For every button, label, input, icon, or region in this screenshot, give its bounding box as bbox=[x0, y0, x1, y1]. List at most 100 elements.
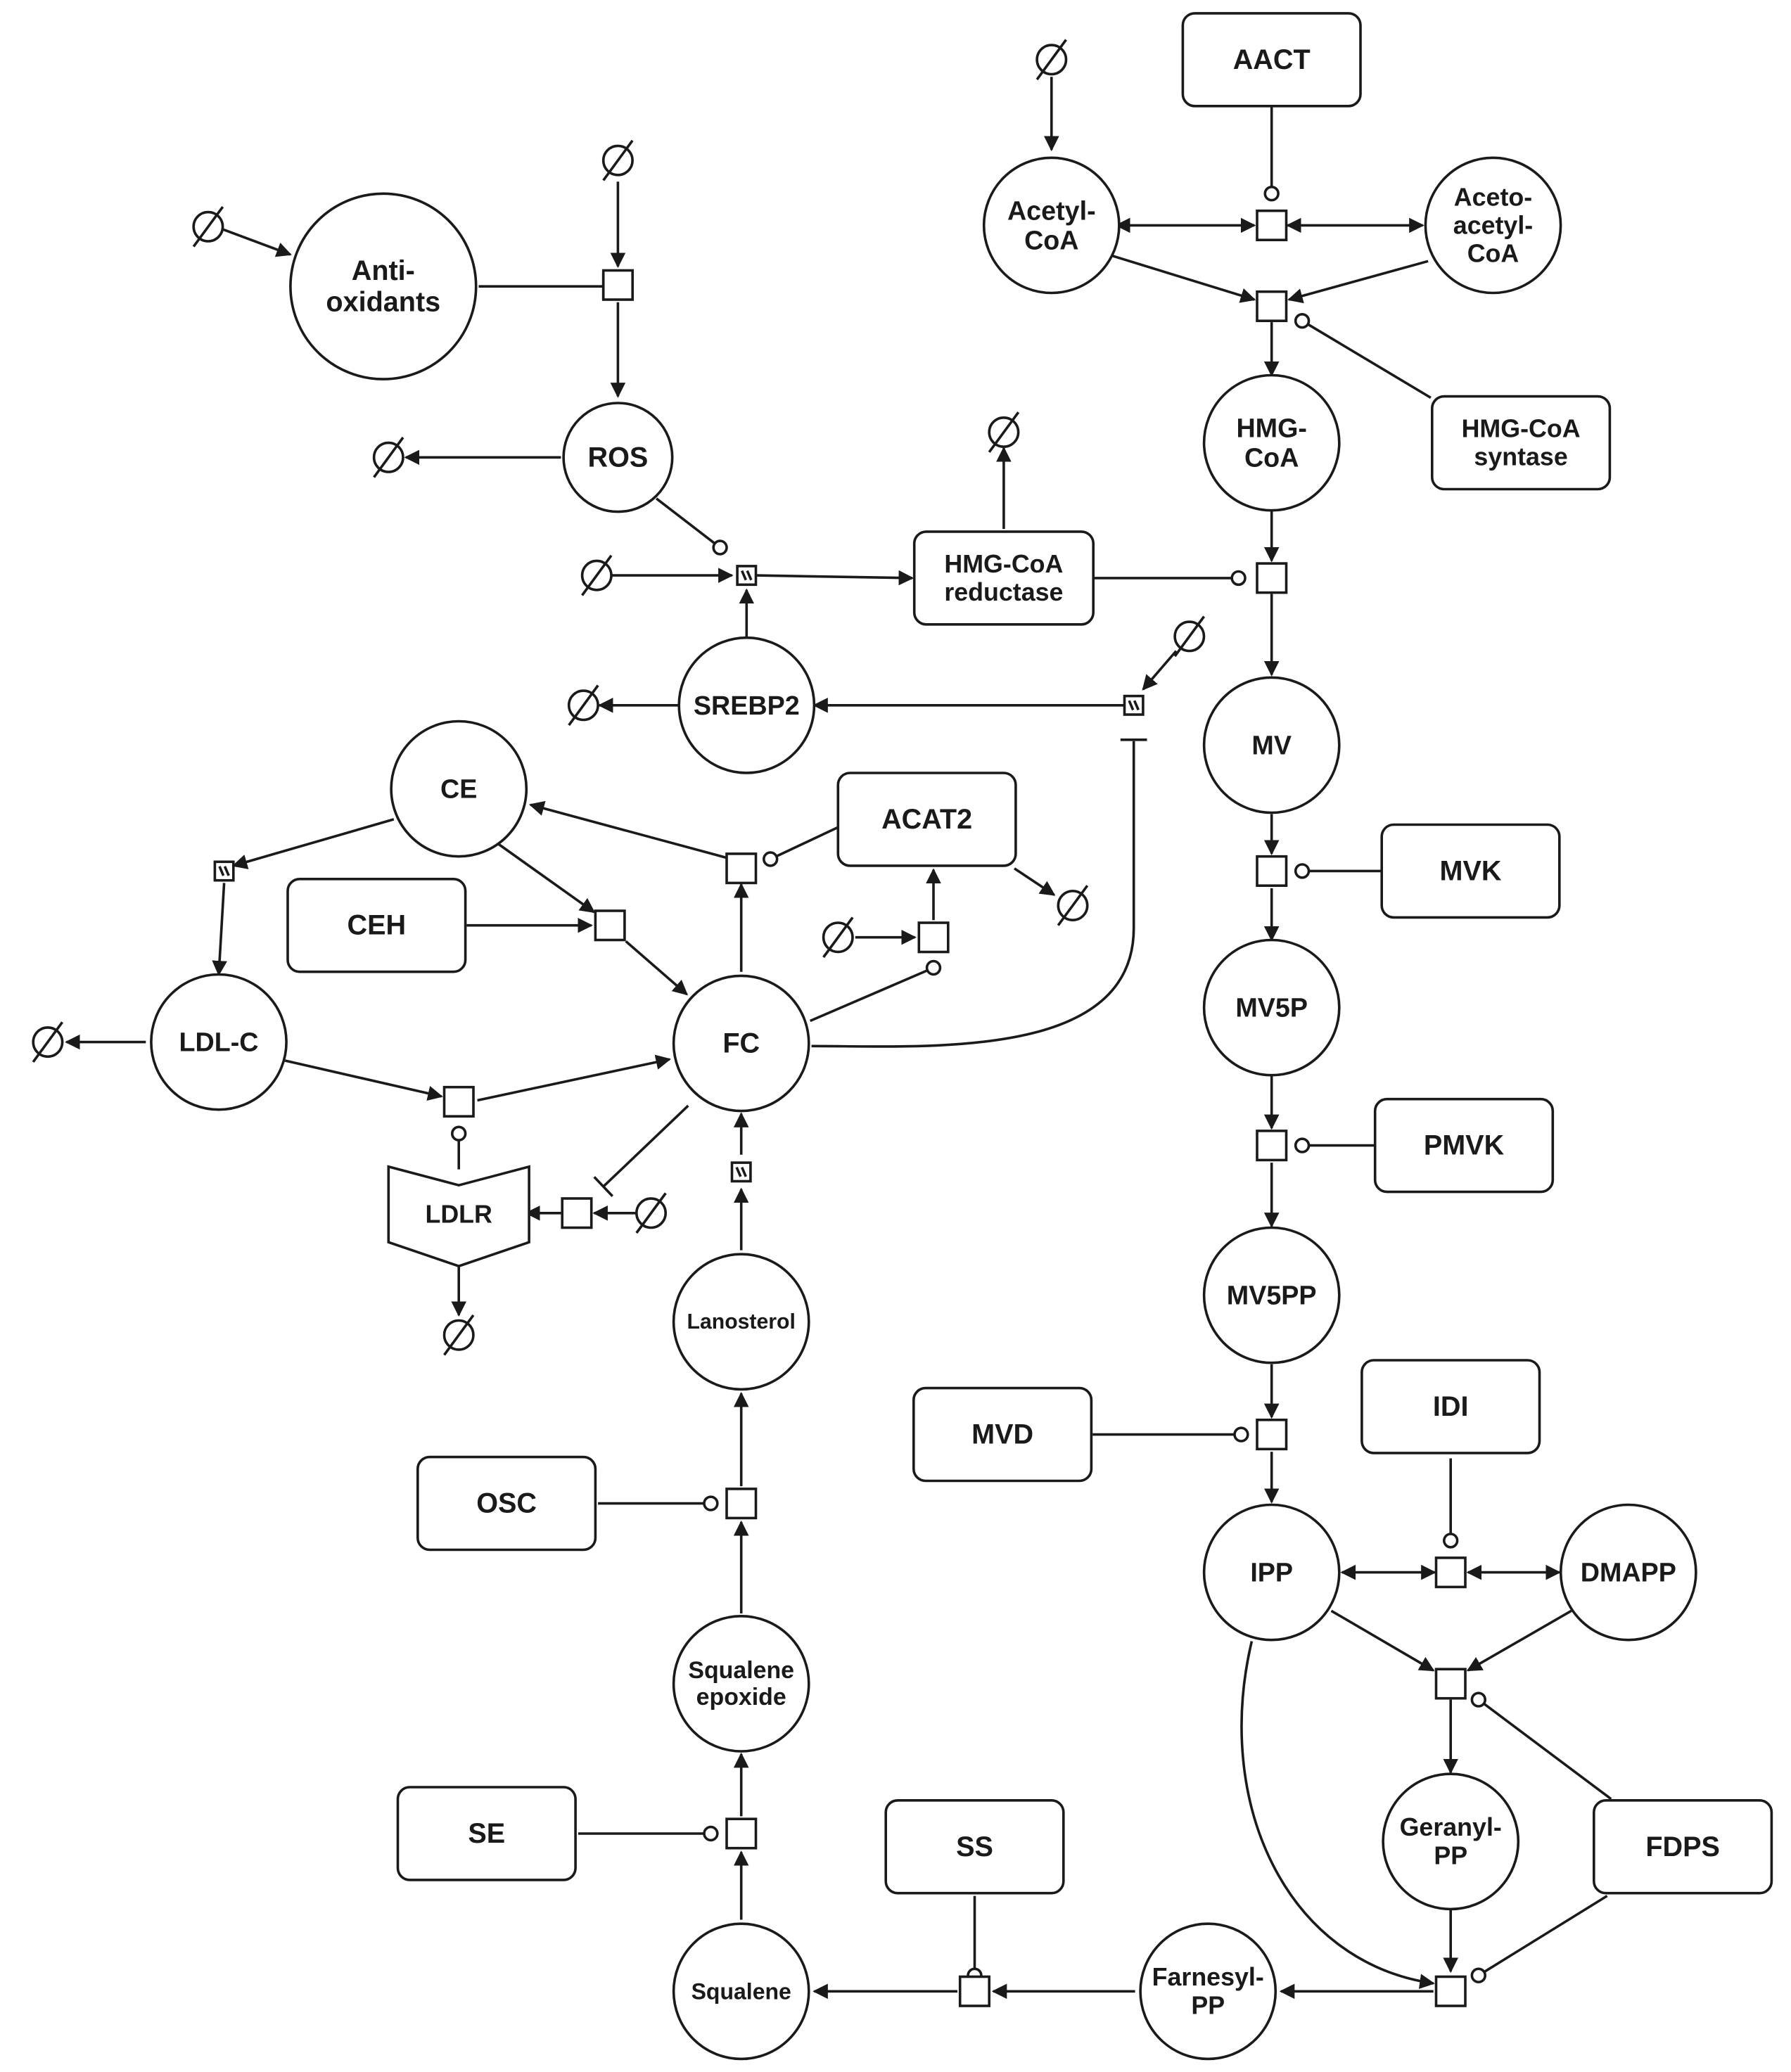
acat2-degradation-sink-slash bbox=[1057, 885, 1089, 926]
dmapp-to-gpp-process-edge bbox=[1466, 1609, 1572, 1672]
ldl-c-to-uptake-process-edge bbox=[284, 1059, 443, 1101]
hmg-coa-synthase-label: syntase bbox=[1474, 443, 1567, 471]
mv5p-node bbox=[1202, 938, 1341, 1077]
ce-node bbox=[390, 720, 528, 858]
fdps-mod-gpp-process-edge bbox=[1477, 1699, 1612, 1801]
hmg-coa-label: HMG- bbox=[1236, 414, 1306, 443]
mvk-box bbox=[1380, 823, 1561, 919]
srebp2-node bbox=[677, 636, 816, 774]
fc-mod-acat2-process-edge bbox=[809, 966, 934, 1023]
acat2-mod-process-edge-end bbox=[762, 851, 779, 867]
sink-to-fc-srebp-process-edge bbox=[1142, 650, 1178, 691]
hmg-coa-label: CoA bbox=[1244, 443, 1299, 473]
mvd-process bbox=[1256, 1419, 1288, 1451]
ros-mod-srebp-process-edge bbox=[656, 497, 721, 549]
acat2-source-sink-slash bbox=[822, 916, 854, 959]
se-label: SE bbox=[468, 1818, 505, 1849]
srebp-process-to-reductase-edge bbox=[756, 570, 914, 586]
ce-label: CE bbox=[440, 774, 477, 804]
dmapp-label: DMAPP bbox=[1581, 1558, 1676, 1587]
ceh-label: CEH bbox=[348, 910, 407, 941]
ldl-c-formation-process-hatch-b bbox=[223, 866, 230, 876]
acetoacetyl-coa-label: acetyl- bbox=[1453, 211, 1533, 239]
acetyl-coa-label: CoA bbox=[1024, 226, 1078, 255]
ros-degradation-sink-slash bbox=[373, 436, 404, 478]
srebp2-feedback-process-hatch-a bbox=[1128, 700, 1135, 711]
antioxidants-node bbox=[289, 192, 478, 380]
ss-box bbox=[884, 1799, 1065, 1895]
acat2-process-to-ce-edge bbox=[528, 800, 727, 859]
ss-label: SS bbox=[956, 1831, 993, 1862]
srebp2-label: SREBP2 bbox=[694, 691, 800, 720]
ceh-box bbox=[286, 878, 467, 973]
fdps-mod-fpp-process-edge-end bbox=[1470, 1967, 1487, 1983]
antioxidants-label: Anti- bbox=[352, 255, 415, 286]
ldlr-degradation-sink-slash bbox=[443, 1314, 475, 1356]
ldl-c-degradation-sink-slash bbox=[32, 1021, 64, 1063]
geranyl-pp-node bbox=[1382, 1772, 1520, 1911]
pmvk-box bbox=[1373, 1097, 1555, 1194]
ldlr-receptor bbox=[387, 1165, 530, 1268]
gpp-synthesis-process bbox=[1434, 1668, 1467, 1700]
fc-inhibits-srebp-process-edge bbox=[811, 741, 1135, 1048]
mv-label: MV bbox=[1251, 730, 1292, 760]
geranyl-pp-label: Geranyl- bbox=[1400, 1813, 1502, 1841]
nodes-layer: Anti-oxidantsROSAcetyl-CoAAACTAceto-acet… bbox=[32, 12, 1773, 2061]
pmvk-label: PMVK bbox=[1424, 1130, 1505, 1161]
ldl-c-formation-process-hatch-a bbox=[218, 866, 225, 876]
mvk-process bbox=[1256, 855, 1288, 887]
ipp-to-fpp-process-edge bbox=[1240, 1641, 1435, 1989]
srebp2-degradation-sink-slash bbox=[568, 684, 599, 727]
ldl-process-to-ldl-c-edge bbox=[212, 883, 227, 976]
squalene-epoxide-node bbox=[672, 1614, 810, 1753]
srebp2-cleavage-process bbox=[736, 565, 758, 587]
ss-process bbox=[958, 1975, 990, 2007]
acetoacetyl-coa-node bbox=[1424, 156, 1562, 295]
hmg-synthase-mod-process-edge-end bbox=[1294, 313, 1311, 329]
ipp-to-gpp-process-edge bbox=[1330, 1609, 1435, 1672]
fdps-mod-fpp-process-edge bbox=[1477, 1895, 1608, 1977]
ldl-c-formation-process bbox=[213, 860, 235, 882]
acetyl-coa-source-sink-slash bbox=[1035, 39, 1067, 81]
fdps-mod-gpp-process-edge-end bbox=[1470, 1692, 1487, 1708]
acat2-synthesis-process bbox=[917, 921, 950, 954]
ldlr-source-sink-slash bbox=[635, 1192, 667, 1234]
mv-node bbox=[1202, 676, 1341, 814]
ldl-c-label: LDL-C bbox=[179, 1028, 258, 1057]
aact-label: AACT bbox=[1233, 44, 1311, 75]
squalene-node bbox=[672, 1922, 810, 2061]
srebp2-cleavage-process-hatch-a bbox=[741, 570, 747, 581]
fc-srebp-source-sink-slash bbox=[1173, 615, 1206, 658]
antioxidants-label: oxidants bbox=[326, 286, 440, 317]
acetoacetyl-to-hmg-process-edge bbox=[1287, 260, 1429, 304]
farnesyl-pp-node bbox=[1139, 1922, 1277, 2061]
squalene-epoxide-label: epoxide bbox=[696, 1684, 786, 1710]
antioxidants-source-sink-slash bbox=[192, 206, 224, 248]
ceh-process-to-fc-edge bbox=[625, 940, 689, 996]
hmg-coa-reductase-label: HMG-CoA bbox=[944, 550, 1063, 578]
geranyl-pp-label: PP bbox=[1434, 1841, 1467, 1869]
ros-mod-srebp-process-edge-end bbox=[712, 539, 728, 556]
hmg-synthase-process bbox=[1256, 290, 1288, 323]
acetyl-coa-to-hmg-process-edge bbox=[1111, 255, 1256, 303]
osc-process bbox=[725, 1488, 758, 1520]
hmg-coa-node bbox=[1202, 373, 1341, 512]
acetyl-coa-label: Acetyl- bbox=[1007, 196, 1096, 225]
ldlr-mod-uptake-process-edge-end bbox=[450, 1125, 467, 1141]
reductase-degradation-sink-slash bbox=[988, 411, 1020, 453]
hmg-coa-reductase-label: reductase bbox=[944, 578, 1063, 606]
lanosterol-to-fc-process-hatch-a bbox=[735, 1166, 742, 1177]
ce-to-ceh-process-edge bbox=[496, 842, 596, 914]
idi-mod-process-edge-end bbox=[1443, 1533, 1459, 1549]
acat2-label: ACAT2 bbox=[881, 804, 972, 835]
ipp-node bbox=[1202, 1503, 1341, 1642]
squalene-label: Squalene bbox=[691, 1978, 791, 2004]
se-process bbox=[725, 1817, 758, 1850]
sink-to-antioxidants-edge bbox=[222, 228, 292, 257]
acetoacetyl-coa-label: CoA bbox=[1467, 240, 1519, 268]
hmg-coa-reductase-box bbox=[912, 530, 1095, 626]
se-mod-process-edge-end bbox=[703, 1825, 719, 1842]
ldl-uptake-process bbox=[442, 1085, 475, 1118]
osc-mod-process-edge-end bbox=[703, 1495, 719, 1511]
